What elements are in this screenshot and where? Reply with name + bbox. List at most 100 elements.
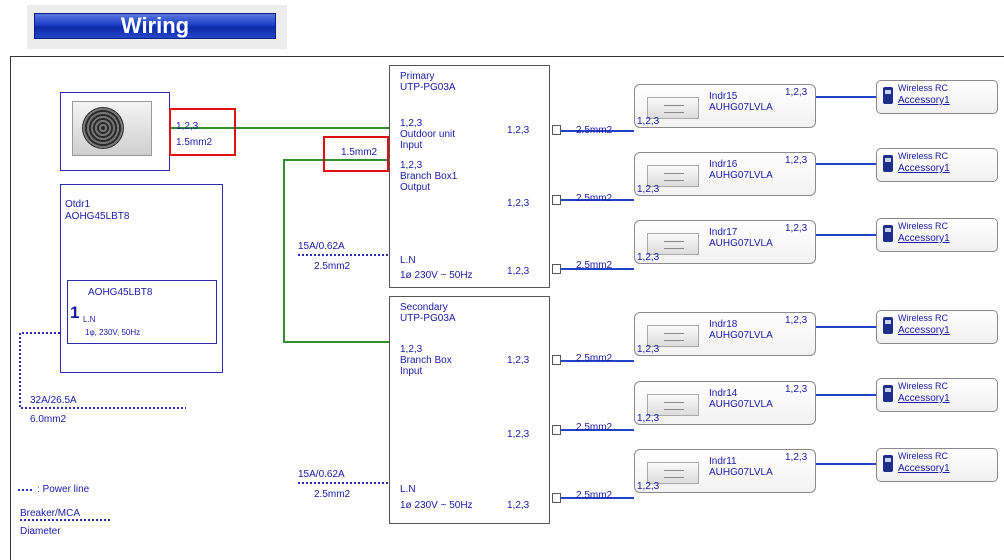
lines-box-indoor — [561, 130, 634, 499]
highlight-outdoor-cable — [169, 108, 236, 156]
port-connector[interactable] — [552, 425, 561, 435]
primary-out-line1: Branch Box1 — [400, 171, 458, 182]
remote-controller[interactable]: Wireless RC Accessory1 — [876, 448, 998, 482]
indoor-name: Indr18 — [709, 319, 738, 330]
outdoor-number: 1 — [70, 303, 80, 322]
remote-icon — [883, 225, 893, 242]
remote-name: Wireless RC — [898, 151, 949, 161]
primary-in-line1: Outdoor unit — [400, 129, 456, 140]
indoor-model: AUHG07LVLA — [709, 399, 773, 410]
indoor-model: AUHG07LVLA — [709, 238, 773, 249]
indoor-terminal-out: 1,2,3 — [785, 452, 808, 463]
indoor-model: AUHG07LVLA — [709, 330, 773, 341]
indoor-unit[interactable]: Indr18 AUHG07LVLA 1,2,3 1,2,3 — [634, 312, 816, 356]
port-terminal: 1,2,3 — [507, 429, 530, 440]
indoor-terminal-in: 1,2,3 — [637, 413, 660, 424]
secondary-title: Secondary — [400, 302, 448, 313]
cassette-unit-icon — [647, 462, 699, 484]
indoor-model: AUHG07LVLA — [709, 170, 773, 181]
outdoor-cable-size: 1.5mm2 — [176, 137, 213, 148]
port-terminal: 1,2,3 — [507, 500, 530, 511]
indoor-terminal-out: 1,2,3 — [785, 384, 808, 395]
primary-power-terminal: L.N — [400, 255, 416, 266]
remote-icon — [883, 385, 893, 402]
secondary-breaker: 15A/0.62A — [298, 469, 345, 480]
primary-power-spec: 1ø 230V ~ 50Hz — [400, 270, 473, 281]
port-terminal: 1,2,3 — [507, 355, 530, 366]
port-connector[interactable] — [552, 264, 561, 274]
indoor-model: AUHG07LVLA — [709, 467, 773, 478]
cassette-unit-icon — [647, 394, 699, 416]
indoor-name: Indr14 — [709, 388, 738, 399]
secondary-in-line2: Input — [400, 366, 423, 377]
primary-breaker: 15A/0.62A — [298, 241, 345, 252]
outdoor-unit-image — [72, 101, 152, 156]
remote-accessory-link[interactable]: Accessory1 — [898, 393, 950, 404]
secondary-branch-box[interactable] — [389, 296, 550, 524]
indoor-terminal-out: 1,2,3 — [785, 315, 808, 326]
indoor-model: AUHG07LVLA — [709, 102, 773, 113]
secondary-power-spec: 1ø 230V ~ 50Hz — [400, 500, 473, 511]
outdoor-name: Otdr1 — [65, 199, 91, 210]
remote-name: Wireless RC — [898, 381, 949, 391]
indoor-unit[interactable]: Indr14 AUHG07LVLA 1,2,3 1,2,3 — [634, 381, 816, 425]
remote-accessory-link[interactable]: Accessory1 — [898, 463, 950, 474]
outdoor-power-box — [67, 280, 217, 344]
primary-in-line2: Input — [400, 140, 423, 151]
primary-branch-box[interactable] — [389, 65, 550, 288]
port-cable: 2.5mm2 — [576, 422, 613, 433]
indoor-terminal-out: 1,2,3 — [785, 223, 808, 234]
secondary-power-terminal: L.N — [400, 484, 416, 495]
port-connector[interactable] — [552, 125, 561, 135]
indoor-unit[interactable]: Indr11 AUHG07LVLA 1,2,3 1,2,3 — [634, 449, 816, 493]
indoor-terminal-in: 1,2,3 — [637, 344, 660, 355]
indoor-terminal-out: 1,2,3 — [785, 87, 808, 98]
primary-breaker-size: 2.5mm2 — [314, 261, 351, 272]
power-lines — [18, 254, 389, 521]
highlight-link-cable — [323, 136, 389, 172]
indoor-terminal-in: 1,2,3 — [637, 252, 660, 263]
remote-controller[interactable]: Wireless RC Accessory1 — [876, 218, 998, 252]
port-connector[interactable] — [552, 195, 561, 205]
legend-diameter: Diameter — [20, 526, 61, 537]
indoor-unit[interactable]: Indr17 AUHG07LVLA 1,2,3 1,2,3 — [634, 220, 816, 264]
indoor-unit[interactable]: Indr15 AUHG07LVLA 1,2,3 1,2,3 — [634, 84, 816, 128]
indoor-terminal-out: 1,2,3 — [785, 155, 808, 166]
secondary-in-line1: Branch Box — [400, 355, 452, 366]
remote-name: Wireless RC — [898, 221, 949, 231]
cassette-unit-icon — [647, 165, 699, 187]
primary-in-terminal: 1,2,3 — [400, 118, 423, 129]
remote-accessory-link[interactable]: Accessory1 — [898, 95, 950, 106]
cassette-unit-icon — [647, 325, 699, 347]
indoor-name: Indr17 — [709, 227, 738, 238]
remote-accessory-link[interactable]: Accessory1 — [898, 325, 950, 336]
remote-controller[interactable]: Wireless RC Accessory1 — [876, 80, 998, 114]
port-terminal: 1,2,3 — [507, 198, 530, 209]
link-cable-size: 1.5mm2 — [341, 147, 378, 158]
title-bar — [34, 13, 276, 39]
remote-icon — [883, 155, 893, 172]
remote-accessory-link[interactable]: Accessory1 — [898, 233, 950, 244]
outdoor-breaker: 32A/26.5A — [30, 395, 77, 406]
port-connector[interactable] — [552, 355, 561, 365]
legend-breaker: Breaker/MCA — [20, 508, 81, 519]
port-terminal: 1,2,3 — [507, 266, 530, 277]
outdoor-cable-terminal: 1,2,3 — [176, 121, 199, 132]
primary-out-terminal: 1,2,3 — [400, 160, 423, 171]
port-connector[interactable] — [552, 493, 561, 503]
outdoor-model: AOHG45LBT8 — [65, 211, 130, 222]
remote-controller[interactable]: Wireless RC Accessory1 — [876, 378, 998, 412]
indoor-name: Indr11 — [709, 456, 737, 467]
remote-accessory-link[interactable]: Accessory1 — [898, 163, 950, 174]
port-cable: 2.5mm2 — [576, 193, 613, 204]
indoor-unit[interactable]: Indr16 AUHG07LVLA 1,2,3 1,2,3 — [634, 152, 816, 196]
remote-name: Wireless RC — [898, 83, 949, 93]
primary-out-line2: Output — [400, 182, 431, 193]
remote-controller[interactable]: Wireless RC Accessory1 — [876, 148, 998, 182]
secondary-model: UTP-PG03A — [400, 313, 456, 324]
cassette-unit-icon — [647, 97, 699, 119]
remote-controller[interactable]: Wireless RC Accessory1 — [876, 310, 998, 344]
indoor-terminal-in: 1,2,3 — [637, 184, 660, 195]
remote-name: Wireless RC — [898, 451, 949, 461]
